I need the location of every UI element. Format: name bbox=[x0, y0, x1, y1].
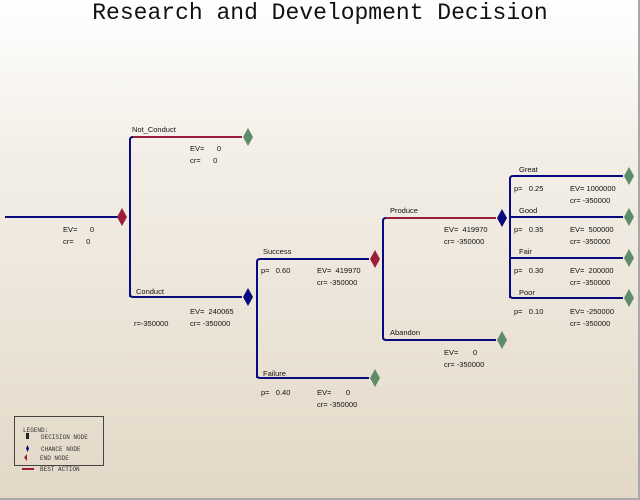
end-node-icon bbox=[624, 208, 634, 226]
fair-p: p= 0.30 bbox=[514, 266, 544, 275]
legend-chance-label: CHANCE NODE bbox=[41, 446, 81, 453]
abandon-ev: EV= 0 bbox=[444, 348, 478, 357]
produce-abandon-vertical bbox=[382, 217, 387, 337]
legend-chance: CHANCE NODE bbox=[23, 445, 81, 454]
poor-p: p= 0.10 bbox=[514, 307, 544, 316]
good-p: p= 0.35 bbox=[514, 225, 544, 234]
legend-extra: END NODE BEST ACTION bbox=[14, 410, 102, 473]
success-failure-vertical bbox=[256, 258, 369, 378]
fair-ev: EV= 200000 bbox=[570, 266, 614, 275]
chance-node-icon bbox=[243, 288, 253, 306]
legend-decision: DECISION NODE bbox=[23, 433, 88, 442]
not-conduct-cr: cr= 0 bbox=[190, 156, 218, 165]
legend: LEGEND: DECISION NODE CHANCE NODE bbox=[14, 416, 104, 466]
abandon-branch bbox=[382, 336, 496, 341]
good-label: Good bbox=[519, 206, 538, 215]
legend-best-label: BEST ACTION bbox=[40, 466, 80, 473]
decision-node-icon bbox=[370, 250, 380, 268]
success-ev: EV= 419970 bbox=[317, 266, 361, 275]
great-ev: EV= 1000000 bbox=[570, 184, 616, 193]
best-action-line-icon bbox=[22, 466, 36, 473]
success-cr: cr= -350000 bbox=[317, 278, 358, 287]
end-node-icon bbox=[624, 289, 634, 307]
great-cr: cr= -350000 bbox=[570, 196, 611, 205]
legend-decision-label: DECISION NODE bbox=[41, 434, 88, 441]
legend-end-label: END NODE bbox=[40, 455, 69, 462]
good-cr: cr= -350000 bbox=[570, 237, 611, 246]
poor-cr: cr= -350000 bbox=[570, 319, 611, 328]
not-conduct-ev: EV= 0 bbox=[190, 144, 222, 153]
failure-ev: EV= 0 bbox=[317, 388, 351, 397]
end-node-icon bbox=[243, 128, 253, 146]
great-p: p= 0.25 bbox=[514, 184, 544, 193]
conduct-branch bbox=[129, 293, 242, 298]
conduct-cr: cr= -350000 bbox=[190, 319, 231, 328]
poor-ev: EV= -250000 bbox=[570, 307, 614, 316]
end-node-icon bbox=[497, 331, 507, 349]
produce-cr: cr= -350000 bbox=[444, 237, 485, 246]
great-label: Great bbox=[519, 165, 538, 174]
failure-branch bbox=[256, 374, 369, 379]
diagram-title: Research and Development Decision bbox=[92, 0, 548, 26]
poor-branch bbox=[509, 294, 623, 299]
decision-node-icon bbox=[23, 433, 37, 442]
fair-cr: cr= -350000 bbox=[570, 278, 611, 287]
fair-label: Fair bbox=[519, 247, 532, 256]
end-node-icon bbox=[22, 454, 36, 463]
conduct-vertical bbox=[129, 136, 134, 297]
chance-node-icon bbox=[497, 209, 507, 227]
conduct-ev: EV= 240065 bbox=[190, 307, 234, 316]
not-conduct-label: Not_Conduct bbox=[132, 125, 176, 134]
poor-label: Poor bbox=[519, 288, 535, 297]
success-p: p= 0.60 bbox=[261, 266, 291, 275]
end-node-icon bbox=[624, 249, 634, 267]
decision-node-icon bbox=[117, 208, 127, 226]
failure-label: Failure bbox=[263, 369, 286, 378]
conduct-r: r=-350000 bbox=[134, 319, 169, 328]
legend-end: END NODE bbox=[22, 454, 69, 463]
abandon-cr: cr= -350000 bbox=[444, 360, 485, 369]
root-ev: EV= 0 bbox=[63, 225, 95, 234]
end-node-icon bbox=[370, 369, 380, 387]
produce-label: Produce bbox=[390, 206, 418, 215]
good-ev: EV= 500000 bbox=[570, 225, 614, 234]
chance-node-icon bbox=[23, 445, 37, 454]
legend-title: LEGEND: bbox=[23, 427, 49, 434]
legend-best: BEST ACTION bbox=[22, 466, 80, 473]
success-label: Success bbox=[263, 247, 292, 256]
failure-cr: cr= -350000 bbox=[317, 400, 358, 409]
market-vertical bbox=[509, 175, 623, 298]
produce-ev: EV= 419970 bbox=[444, 225, 488, 234]
root-cr: cr= 0 bbox=[63, 237, 91, 246]
failure-p: p= 0.40 bbox=[261, 388, 291, 397]
abandon-label: Abandon bbox=[390, 328, 421, 337]
end-node-icon bbox=[624, 167, 634, 185]
conduct-label: Conduct bbox=[136, 287, 164, 296]
